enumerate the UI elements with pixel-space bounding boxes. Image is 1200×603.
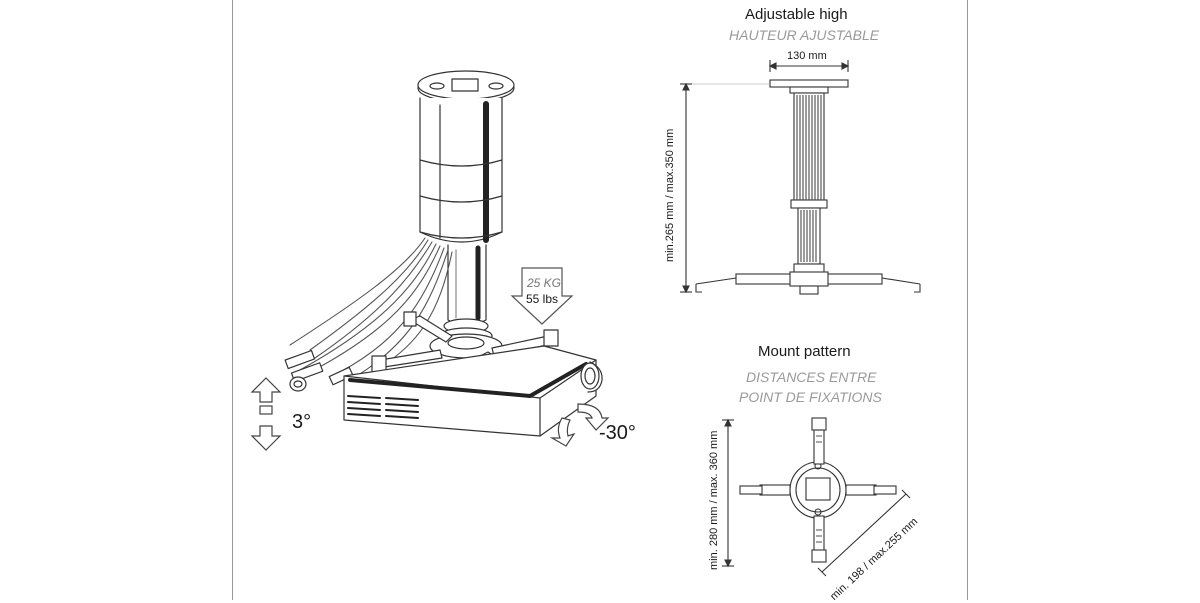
load-lbs-label: 55 lbs [526,292,559,306]
mount-pattern-title: Mount pattern [758,343,851,360]
swivel-arrow [549,403,610,447]
mount-pattern-subtitle-line2: POINT DE FIXATIONS [739,389,882,405]
load-arrow [510,267,574,325]
height-elevation [680,60,921,295]
mount-vertical-dimension-label: min. 280 mm / max. 360 mm [708,430,720,570]
cable-plugs [284,349,354,392]
left-frame-line [232,0,233,600]
width-dimension-label: 130 mm [787,50,827,62]
projector-body [343,345,603,437]
load-kg-label: 25 KG [527,276,562,290]
lower-tube [439,244,493,345]
projector-vents [347,395,419,419]
tilt-arrows [250,377,282,451]
tilt-label: 3° [292,411,312,433]
mount-pattern-plan [722,417,911,577]
height-subtitle: HAUTEUR AJUSTABLE [729,27,880,43]
right-frame-line [967,0,968,600]
ceiling-plate [417,70,515,103]
height-dimension-label: min.265 mm / max.350 mm [664,128,676,262]
swivel-label: -30° [599,422,636,444]
upper-tube [419,97,503,243]
mount-pattern-subtitle-line1: DISTANCES ENTRE [746,369,877,385]
height-title: Adjustable high [745,6,848,23]
